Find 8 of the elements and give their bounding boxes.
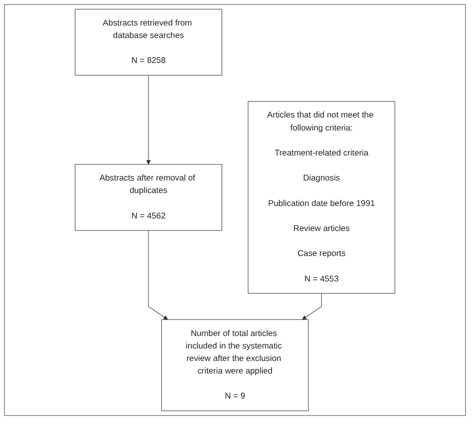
node-box	[74, 8, 222, 76]
arrow	[146, 75, 151, 165]
node-box	[74, 164, 222, 231]
arrow	[302, 293, 322, 320]
node-box	[161, 319, 309, 412]
diagram-frame: Abstracts retrieved from database searches N = 8258 Abstracts after removal of duplicates N = 4562 Articles that did not meet the following criteria: Treatment-related criteria Diagnosis Publication date before 1991 Review articles Case reports N = 4553 Number of total articles included in the systematic review after the exclusion criteria were applied N = 9	[4, 4, 466, 416]
arrow	[148, 230, 168, 320]
node-box	[248, 101, 396, 294]
